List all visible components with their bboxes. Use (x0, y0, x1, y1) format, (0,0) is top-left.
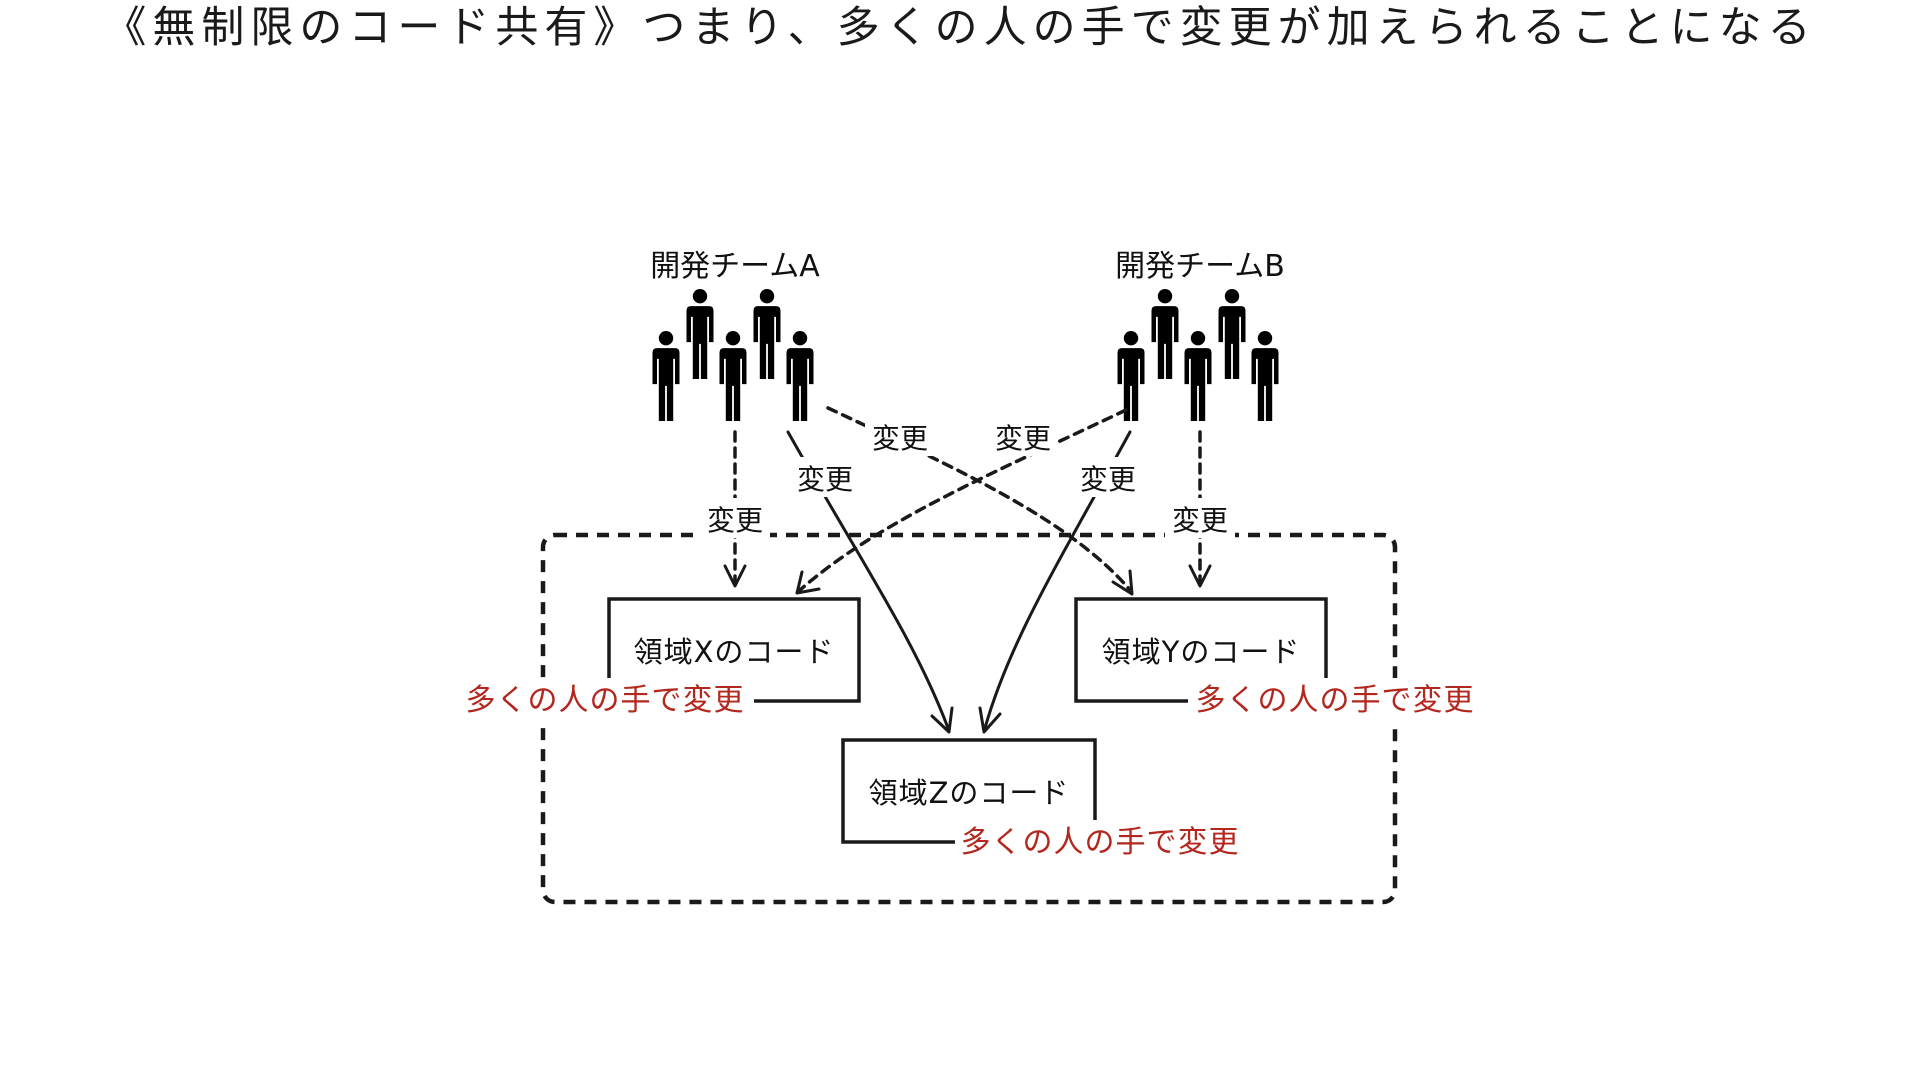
arrow-a-to-x (723, 430, 747, 588)
svg-text:変更: 変更 (995, 422, 1051, 455)
svg-text:変更: 変更 (707, 504, 763, 537)
slide-title: 《無制限のコード共有》つまり、多くの人の手で変更が加えられることになる (103, 3, 1816, 53)
person-icon (1117, 331, 1145, 421)
team-b-label: 開発チームB (1115, 249, 1285, 284)
team-a-people-icon (652, 289, 814, 421)
person-icon (1151, 289, 1179, 379)
svg-text:変更: 変更 (1080, 463, 1136, 496)
change-label-b-to-x: 変更 (988, 416, 1058, 456)
arrow-b-to-x (795, 408, 1128, 595)
team-a-label: 開発チームA (650, 249, 820, 284)
code-area-z-note: 多くの人の手で変更 (955, 820, 1251, 864)
person-icon (1251, 331, 1279, 421)
team-b-people-icon (1117, 289, 1279, 421)
person-icon (1184, 331, 1212, 421)
code-area-z-label: 領域Zのコード (869, 776, 1070, 810)
person-icon (652, 331, 680, 421)
person-icon (719, 331, 747, 421)
change-label-a-to-z: 変更 (790, 457, 860, 497)
person-icon (1218, 289, 1246, 379)
person-icon (786, 331, 814, 421)
person-icon (686, 289, 714, 379)
svg-text:変更: 変更 (872, 422, 928, 455)
change-label-b-to-y: 変更 (1165, 498, 1235, 538)
svg-text:変更: 変更 (1172, 504, 1228, 537)
code-area-x-label: 領域Xのコード (634, 635, 835, 669)
svg-text:変更: 変更 (797, 463, 853, 496)
code-area-y-note: 多くの人の手で変更 (1188, 678, 1484, 722)
change-label-a-to-x: 変更 (700, 498, 770, 538)
code-area-y-label: 領域Yのコード (1102, 635, 1301, 669)
note-many-hands-x: 多くの人の手で変更 (466, 683, 745, 718)
person-icon (753, 289, 781, 379)
note-many-hands-z: 多くの人の手で変更 (961, 825, 1240, 860)
arrow-b-to-y (1188, 430, 1212, 588)
note-many-hands-y: 多くの人の手で変更 (1196, 683, 1475, 718)
change-label-b-to-z: 変更 (1073, 457, 1143, 497)
change-label-a-to-y: 変更 (865, 416, 935, 456)
code-area-x-note: 多くの人の手で変更 (462, 678, 754, 722)
